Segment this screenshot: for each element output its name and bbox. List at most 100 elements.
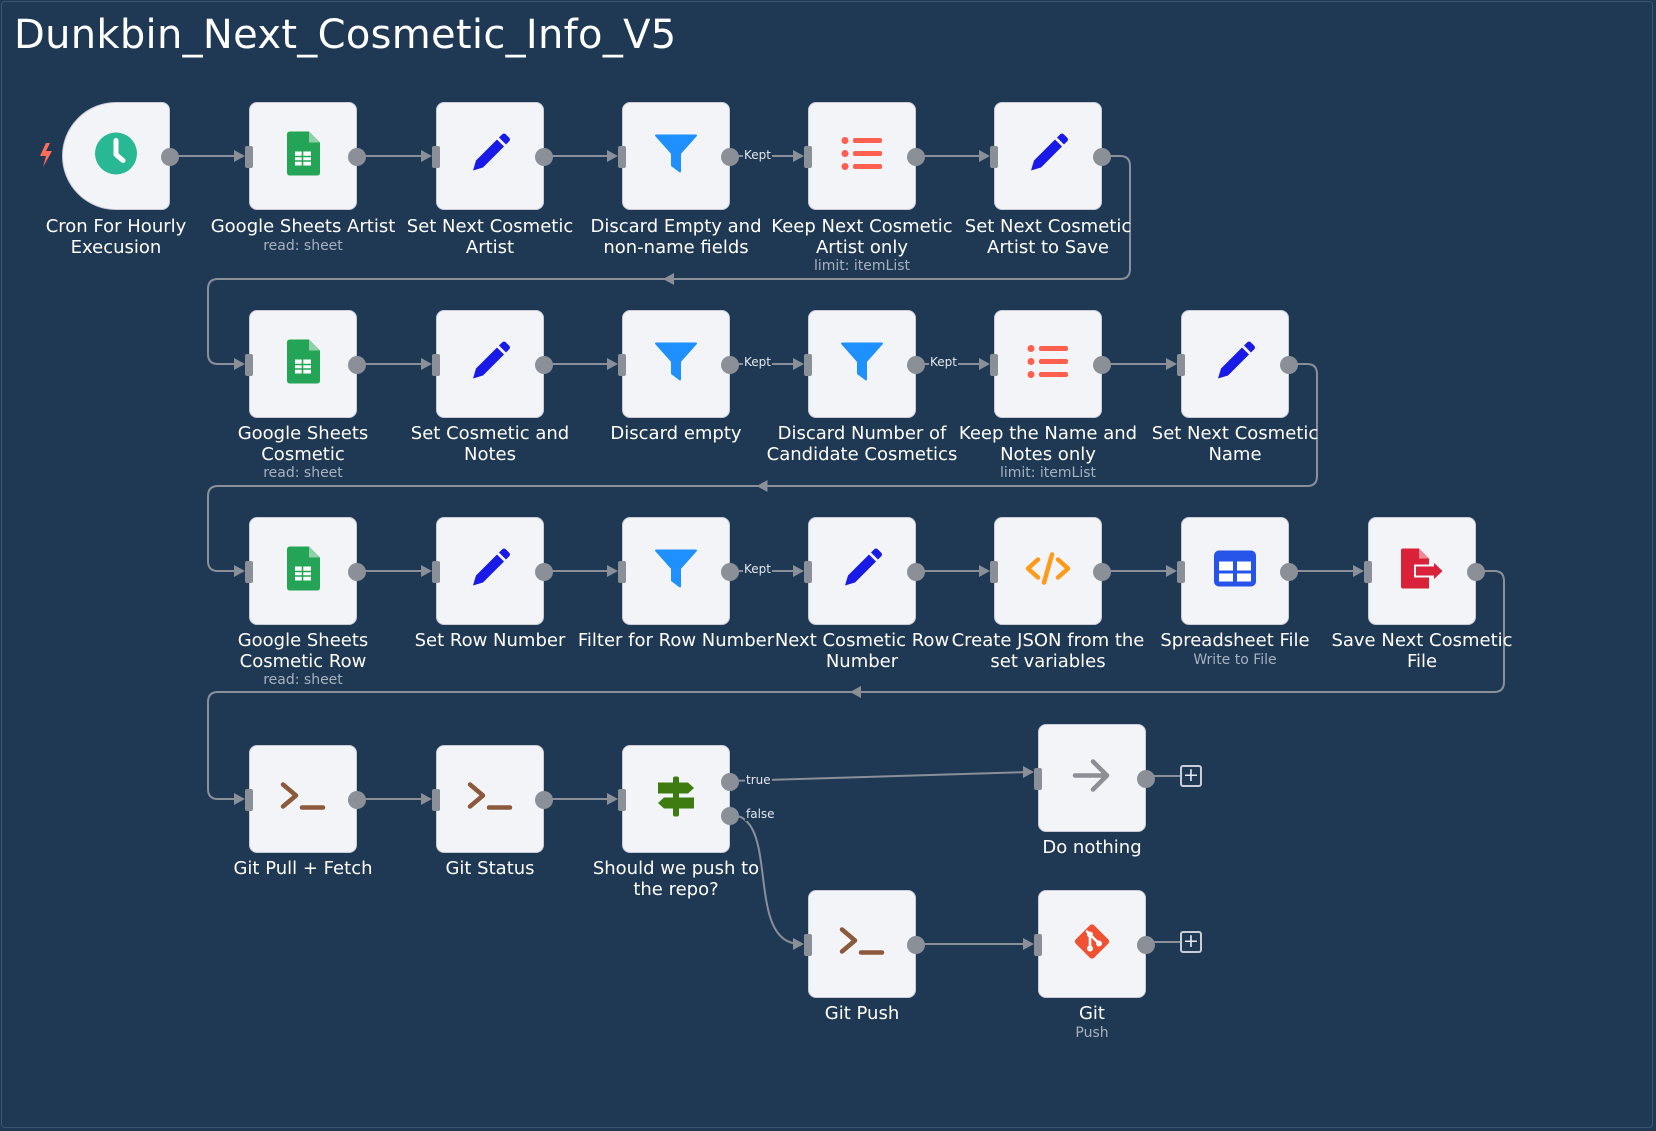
output-port[interactable] [1137,770,1155,788]
output-port[interactable] [1280,563,1298,581]
input-port[interactable] [432,354,440,376]
input-port[interactable] [1034,934,1042,956]
output-port[interactable] [907,563,925,581]
node-git-pull-fetch[interactable] [245,745,366,853]
signpost-icon [654,775,698,824]
input-port[interactable] [245,354,253,376]
connection-arrow [1353,565,1364,577]
output-port[interactable] [1280,356,1298,374]
node-git-push[interactable] [804,890,925,998]
node-label: Discard Number of Candidate Cosmetics [766,423,958,465]
output-port[interactable] [1467,563,1485,581]
input-port[interactable] [990,146,998,168]
output-port[interactable] [1093,563,1111,581]
wrap-direction-arrow [850,686,861,698]
input-port[interactable] [804,146,812,168]
input-port[interactable] [245,561,253,583]
input-port[interactable] [432,146,440,168]
output-port[interactable] [1093,356,1111,374]
edge-label-kept: Kept [929,355,958,369]
output-port[interactable] [721,773,739,791]
node-label: Set Next Cosmetic Artist to Save [964,216,1132,258]
node-should-we-push-to-the-repo[interactable] [618,745,739,853]
node-cron-for-hourly-execusion[interactable] [62,102,179,210]
connection-arrow [421,565,432,577]
input-port[interactable] [990,561,998,583]
output-port[interactable] [348,791,366,809]
input-port[interactable] [618,561,626,583]
node-spreadsheet-file[interactable] [1177,517,1298,625]
input-port[interactable] [1034,768,1042,790]
input-port[interactable] [618,146,626,168]
output-port[interactable] [535,356,553,374]
add-node-button[interactable]: + [1180,931,1202,953]
node-subtitle: Push [1075,1025,1109,1041]
input-port[interactable] [1364,561,1372,583]
output-port[interactable] [1137,936,1155,954]
input-port[interactable] [804,561,812,583]
output-port[interactable] [907,356,925,374]
node-discard-empty-and-non-name-fields[interactable] [618,102,739,210]
output-port[interactable] [907,936,925,954]
output-port[interactable] [161,148,179,166]
output-port[interactable] [535,563,553,581]
filter-icon [654,132,698,181]
output-port[interactable] [721,563,739,581]
code-icon [1025,552,1071,591]
clock-icon [93,131,139,182]
node-create-json-from-the-set-variables[interactable] [990,517,1111,625]
node-label: Do nothing [1042,837,1142,858]
input-port[interactable] [245,789,253,811]
node-git[interactable] [1034,890,1155,998]
output-port[interactable] [721,148,739,166]
input-port[interactable] [1177,354,1185,376]
input-port[interactable] [804,354,812,376]
node-google-sheets-cosmetic[interactable] [245,310,366,418]
input-port[interactable] [618,354,626,376]
node-next-cosmetic-row-number[interactable] [804,517,925,625]
node-label: Discard Empty and non-name fields [590,216,762,258]
input-port[interactable] [990,354,998,376]
input-port[interactable] [432,561,440,583]
node-google-sheets-artist[interactable] [245,102,366,210]
node-filter-for-row-number[interactable] [618,517,739,625]
trigger-bolt-icon [38,142,54,173]
node-keep-next-cosmetic-artist-only[interactable] [804,102,925,210]
input-port[interactable] [1177,561,1185,583]
google-sheets-icon [285,339,321,390]
input-port[interactable] [618,789,626,811]
connection-arrow [979,565,990,577]
node-set-cosmetic-and-notes[interactable] [432,310,553,418]
output-port[interactable] [1093,148,1111,166]
node-set-next-cosmetic-artist[interactable] [432,102,553,210]
node-google-sheets-cosmetic-row[interactable] [245,517,366,625]
node-set-next-cosmetic-name[interactable] [1177,310,1298,418]
output-port[interactable] [348,148,366,166]
node-label: Git [1078,1003,1105,1024]
node-do-nothing[interactable] [1034,724,1155,832]
node-discard-empty[interactable] [618,310,739,418]
input-port[interactable] [804,934,812,956]
output-port[interactable] [535,791,553,809]
output-port[interactable] [721,807,739,825]
node-set-next-cosmetic-artist-to-save[interactable] [990,102,1111,210]
node-discard-number-of-candidate-cosmetics[interactable] [804,310,925,418]
output-port[interactable] [535,148,553,166]
filter-icon [654,547,698,596]
output-port[interactable] [907,148,925,166]
node-subtitle: read: sheet [263,672,343,688]
connection-arrow [421,793,432,805]
add-node-button[interactable]: + [1180,765,1202,787]
output-port[interactable] [348,563,366,581]
node-label: Create JSON from the set variables [951,630,1145,672]
node-git-status[interactable] [432,745,553,853]
node-label: Cron For Hourly Execusion [45,216,187,258]
node-set-row-number[interactable] [432,517,553,625]
node-label: Discard empty [610,423,742,444]
output-port[interactable] [721,356,739,374]
input-port[interactable] [432,789,440,811]
output-port[interactable] [348,356,366,374]
node-keep-the-name-and-notes-only[interactable] [990,310,1111,418]
node-save-next-cosmetic-file[interactable] [1364,517,1485,625]
input-port[interactable] [245,146,253,168]
